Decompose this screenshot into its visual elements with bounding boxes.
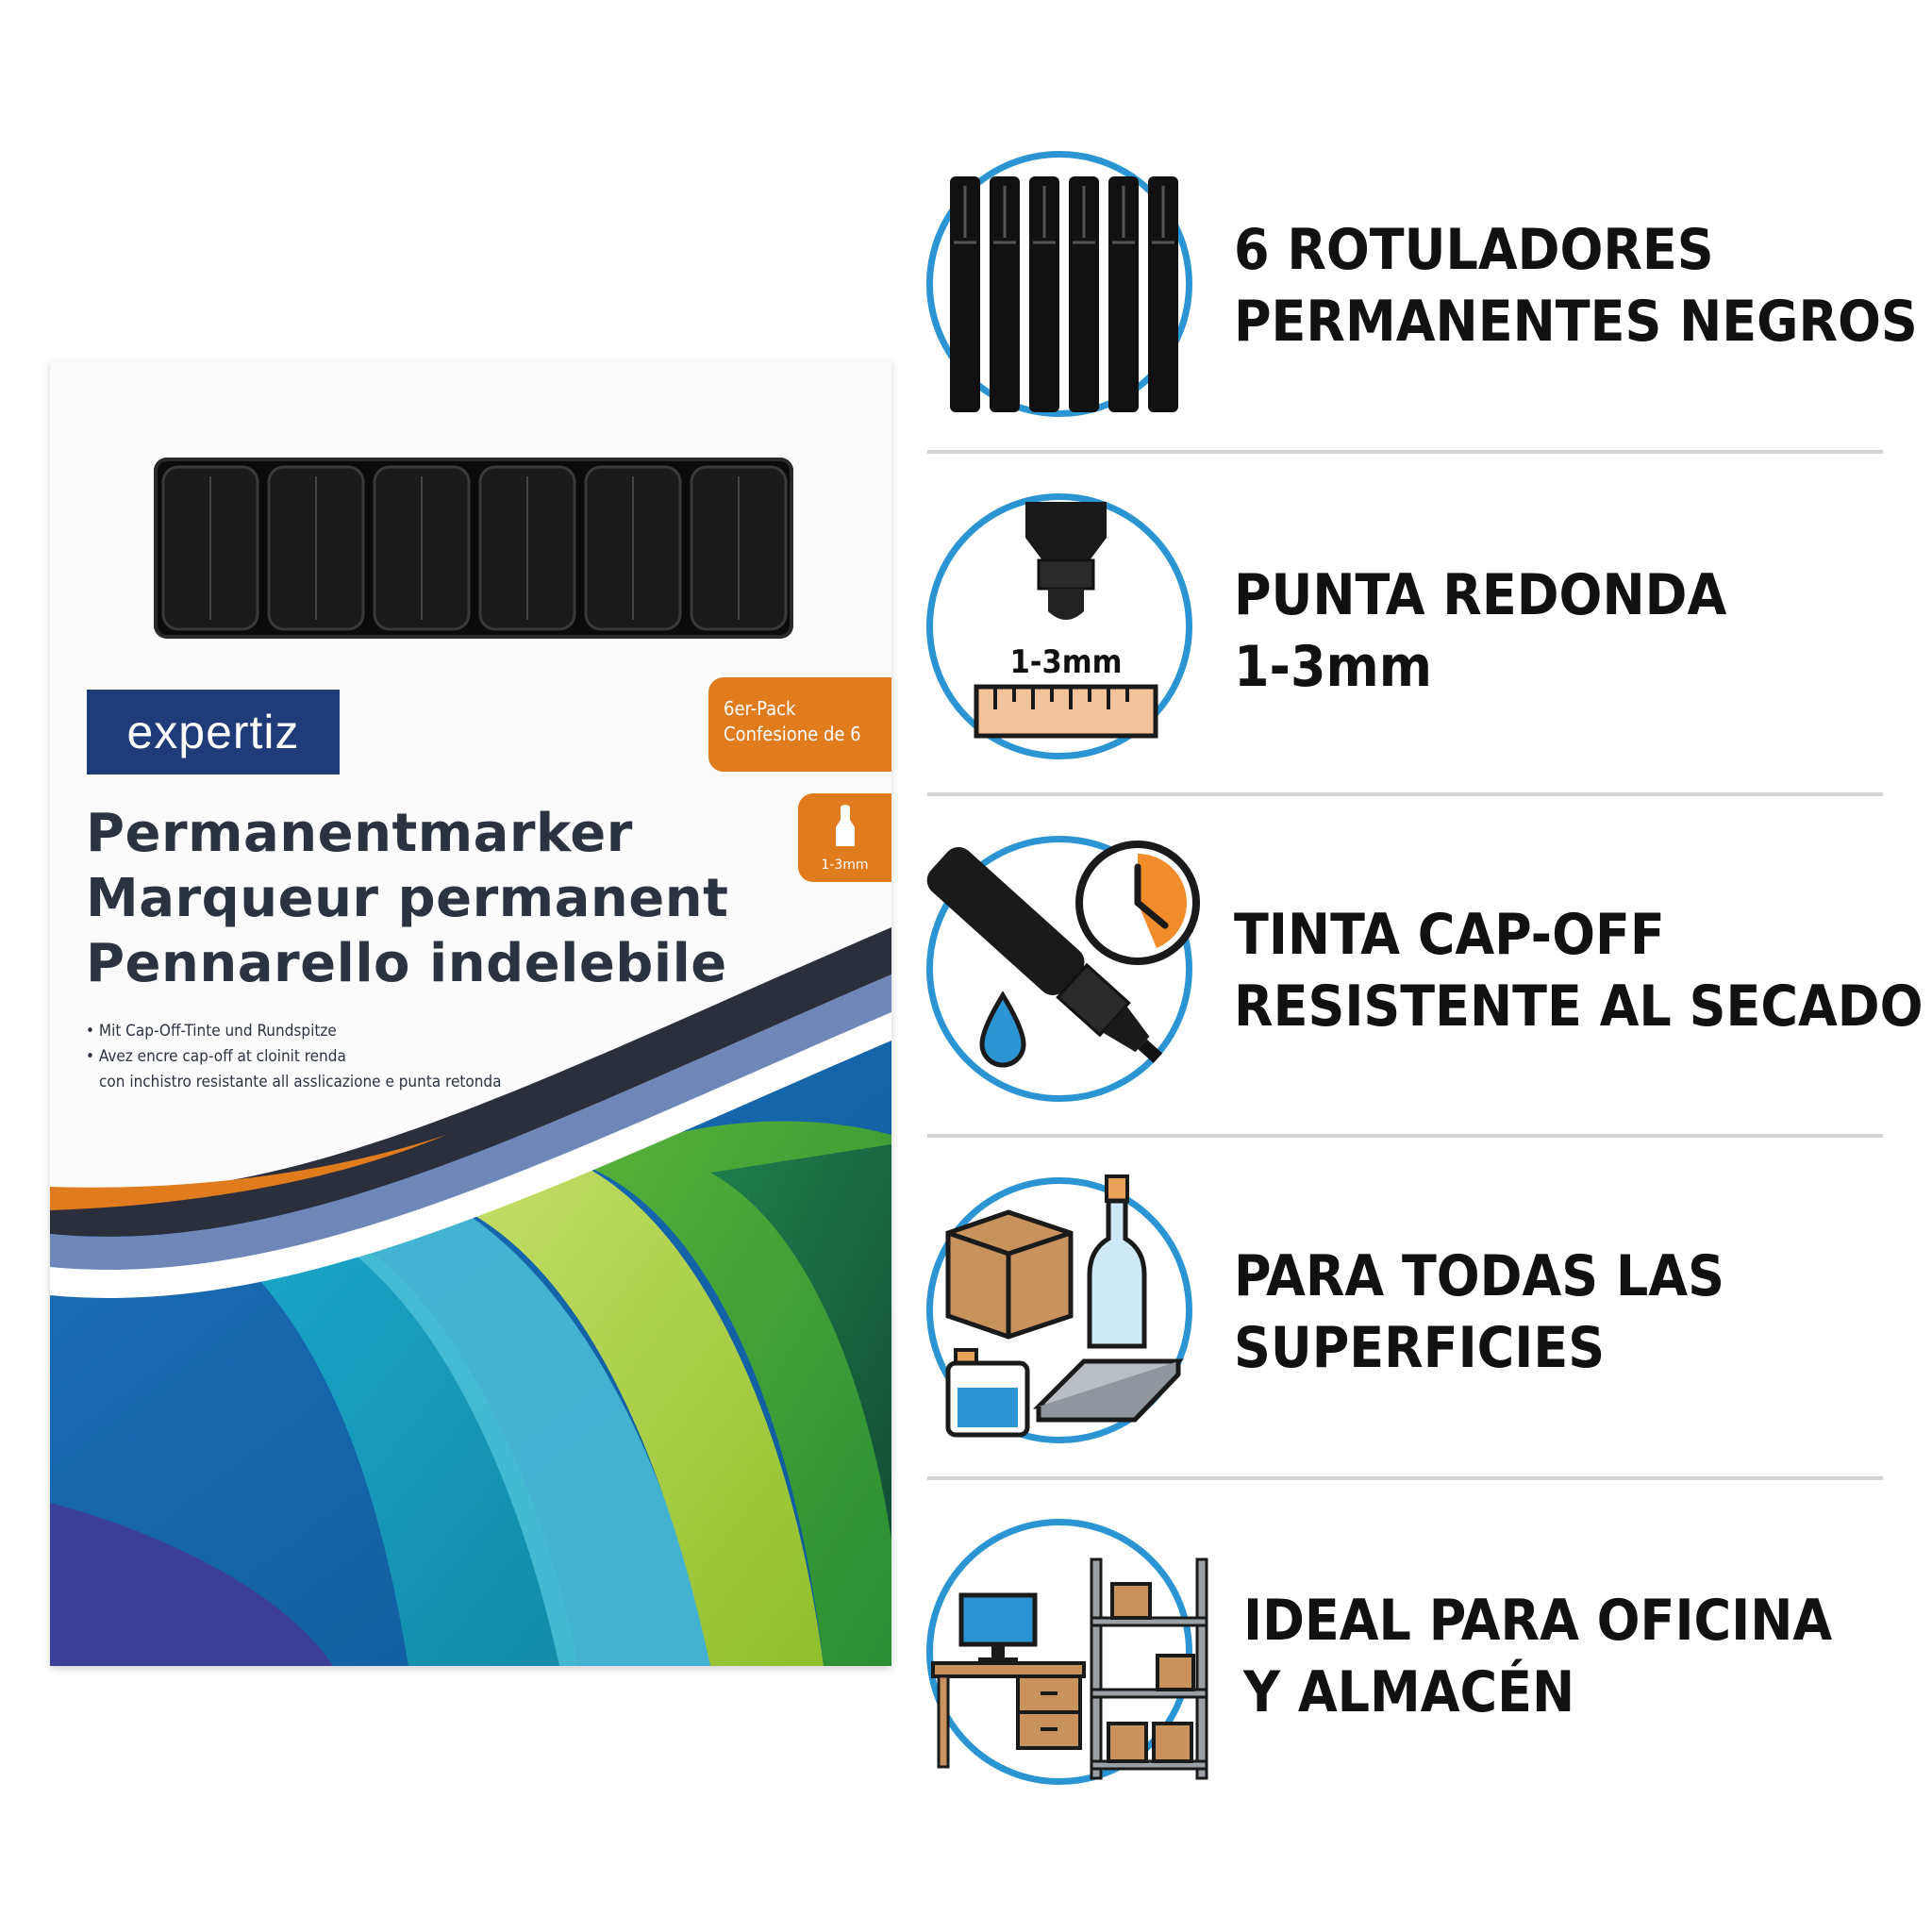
box-wave-artwork [50, 927, 891, 1666]
divider [927, 1134, 1883, 1138]
feature-surfaces-line1: PARA TODAS LAS [1234, 1243, 1724, 1309]
marker-caps-window [154, 458, 793, 639]
tip-ruler-label: 1-3mm [1009, 643, 1122, 681]
brand-logo: expertiz [87, 690, 340, 774]
feature-capoff-line1: TINTA CAP-OFF [1234, 902, 1665, 968]
feature-markers-line1: 6 ROTULADORES [1234, 217, 1714, 283]
feature-office-line1: IDEAL PARA OFICINA [1243, 1588, 1833, 1654]
office-warehouse-icon [931, 1557, 1208, 1780]
box-title-it: Pennarello indelebile [86, 933, 727, 994]
divider [927, 792, 1883, 796]
box-bullet-it: con inchistro resistante all asslicazion… [99, 1073, 502, 1091]
feature-icon-tip: 1-3mm [926, 493, 1192, 759]
feature-surfaces-text: PARA TODAS LAS SUPERFICIES [1234, 1241, 1932, 1384]
feature-tip-line2: 1-3mm [1234, 634, 1433, 700]
marker-tip-icon [836, 805, 855, 846]
tip-size-label: 1-3mm [821, 858, 869, 873]
feature-icon-surfaces [926, 1174, 1192, 1443]
pack-badge: 6er-Pack Confesione de 6 [708, 677, 891, 772]
box-bullet-fr: • Avez encre cap-off at cloinit renda [86, 1047, 346, 1066]
divider [927, 450, 1883, 454]
box-title-de: Permanentmarker [86, 803, 633, 864]
feature-tip-text: PUNTA REDONDA 1-3mm [1234, 559, 1932, 703]
round-tip-ruler-icon: 1-3mm [974, 502, 1158, 739]
feature-office-line2: Y ALMACÉN [1243, 1659, 1575, 1725]
marker-clock-drop-icon [926, 841, 1200, 1068]
six-markers-icon [950, 176, 1178, 412]
divider [927, 1476, 1883, 1480]
pack-label-es: Confesione de 6 [724, 723, 861, 745]
feature-markers-line2: PERMANENTES NEGROS [1234, 289, 1918, 355]
feature-capoff-line2: RESISTENTE AL SECADO [1234, 974, 1924, 1040]
feature-markers-text: 6 ROTULADORES PERMANENTES NEGROS [1234, 214, 1932, 358]
surfaces-icon [945, 1174, 1184, 1438]
tip-size-badge: 1-3mm [798, 793, 891, 882]
feature-icon-office [926, 1519, 1208, 1785]
box-title-fr: Marqueur permanent [86, 868, 729, 929]
product-box: expertiz 6er-Pack Confesione de 6 1-3mm … [50, 361, 891, 1666]
feature-capoff-text: TINTA CAP-OFF RESISTENTE AL SECADO [1234, 899, 1932, 1042]
pack-label-de: 6er-Pack [724, 697, 796, 720]
feature-icon-capoff [926, 836, 1200, 1102]
feature-office-text: IDEAL PARA OFICINA Y ALMACÉN [1243, 1585, 1932, 1728]
feature-icon-markers [926, 151, 1192, 417]
box-bullet-de: • Mit Cap-Off-Tinte und Rundspitze [86, 1022, 337, 1041]
feature-surfaces-line2: SUPERFICIES [1234, 1315, 1606, 1381]
feature-tip-line1: PUNTA REDONDA [1234, 562, 1727, 628]
